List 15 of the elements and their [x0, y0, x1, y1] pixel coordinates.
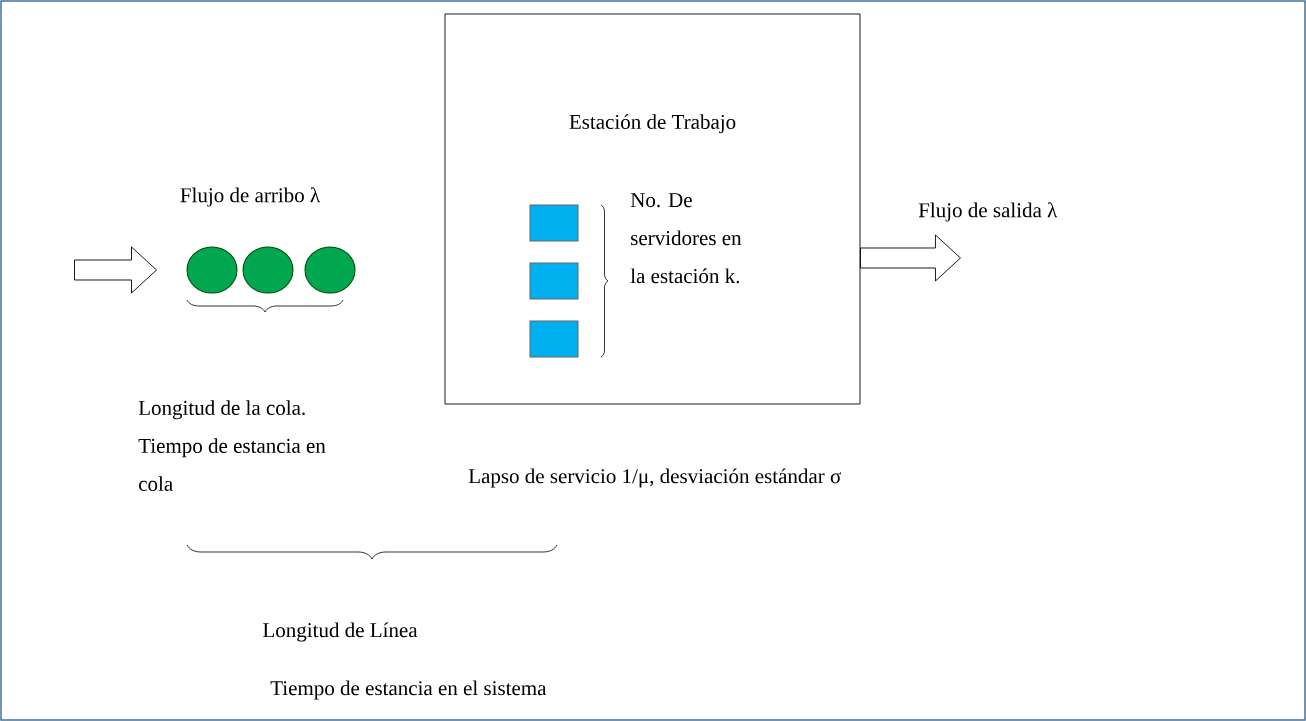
queue-circle — [304, 246, 356, 294]
text-label: Flujo de arribo λ — [180, 187, 321, 207]
block-arrow — [860, 234, 961, 282]
block-arrow — [74, 246, 157, 294]
server-square — [529, 204, 579, 242]
server-square — [529, 262, 579, 300]
text-label: No. De servidores en la estación k. — [630, 193, 742, 284]
queue-circle — [186, 246, 238, 294]
queue-circle — [242, 246, 294, 294]
server-square — [529, 320, 579, 358]
text-label: Tiempo de estancia en el sistema — [270, 680, 547, 700]
text-label: Lapso de servicio 1/μ, desviación estándar σ — [468, 468, 841, 488]
text-label: Flujo de salida λ — [918, 202, 1058, 222]
text-label: Longitud de la cola. Tiempo de estancia en cola — [138, 400, 326, 491]
text-label: Longitud de Línea — [263, 622, 418, 642]
